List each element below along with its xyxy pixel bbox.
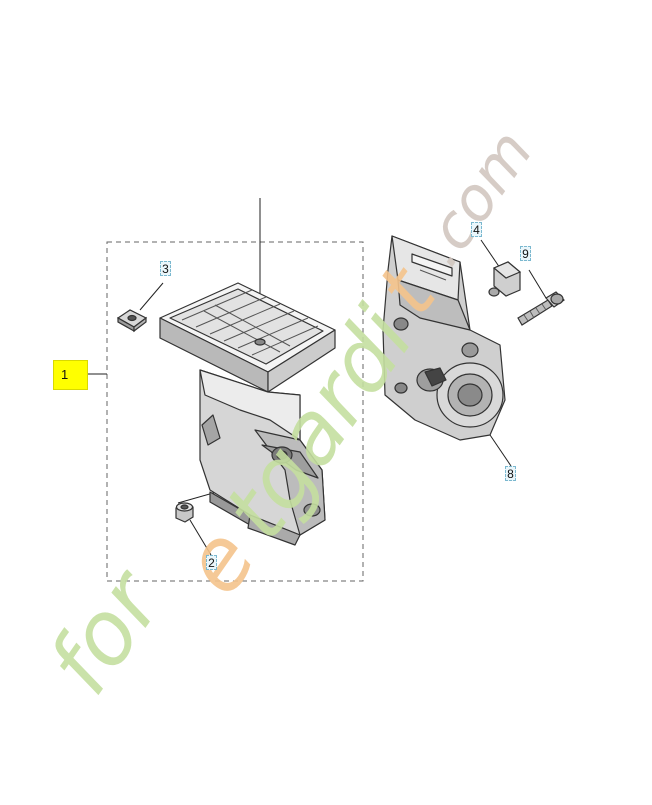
callout-1: 1 xyxy=(53,360,88,390)
bracket-part xyxy=(382,235,506,441)
assembly-boundary xyxy=(106,241,364,582)
clip-part xyxy=(116,309,148,333)
bushing-part xyxy=(488,261,522,297)
callout-2: 2 xyxy=(206,555,217,570)
handle-part xyxy=(159,282,336,546)
callout-4: 4 xyxy=(471,222,482,237)
callout-9: 9 xyxy=(520,246,531,261)
callout-8: 8 xyxy=(505,466,516,481)
screw-part xyxy=(517,291,565,326)
nut-part xyxy=(175,502,194,523)
callout-3: 3 xyxy=(160,261,171,276)
